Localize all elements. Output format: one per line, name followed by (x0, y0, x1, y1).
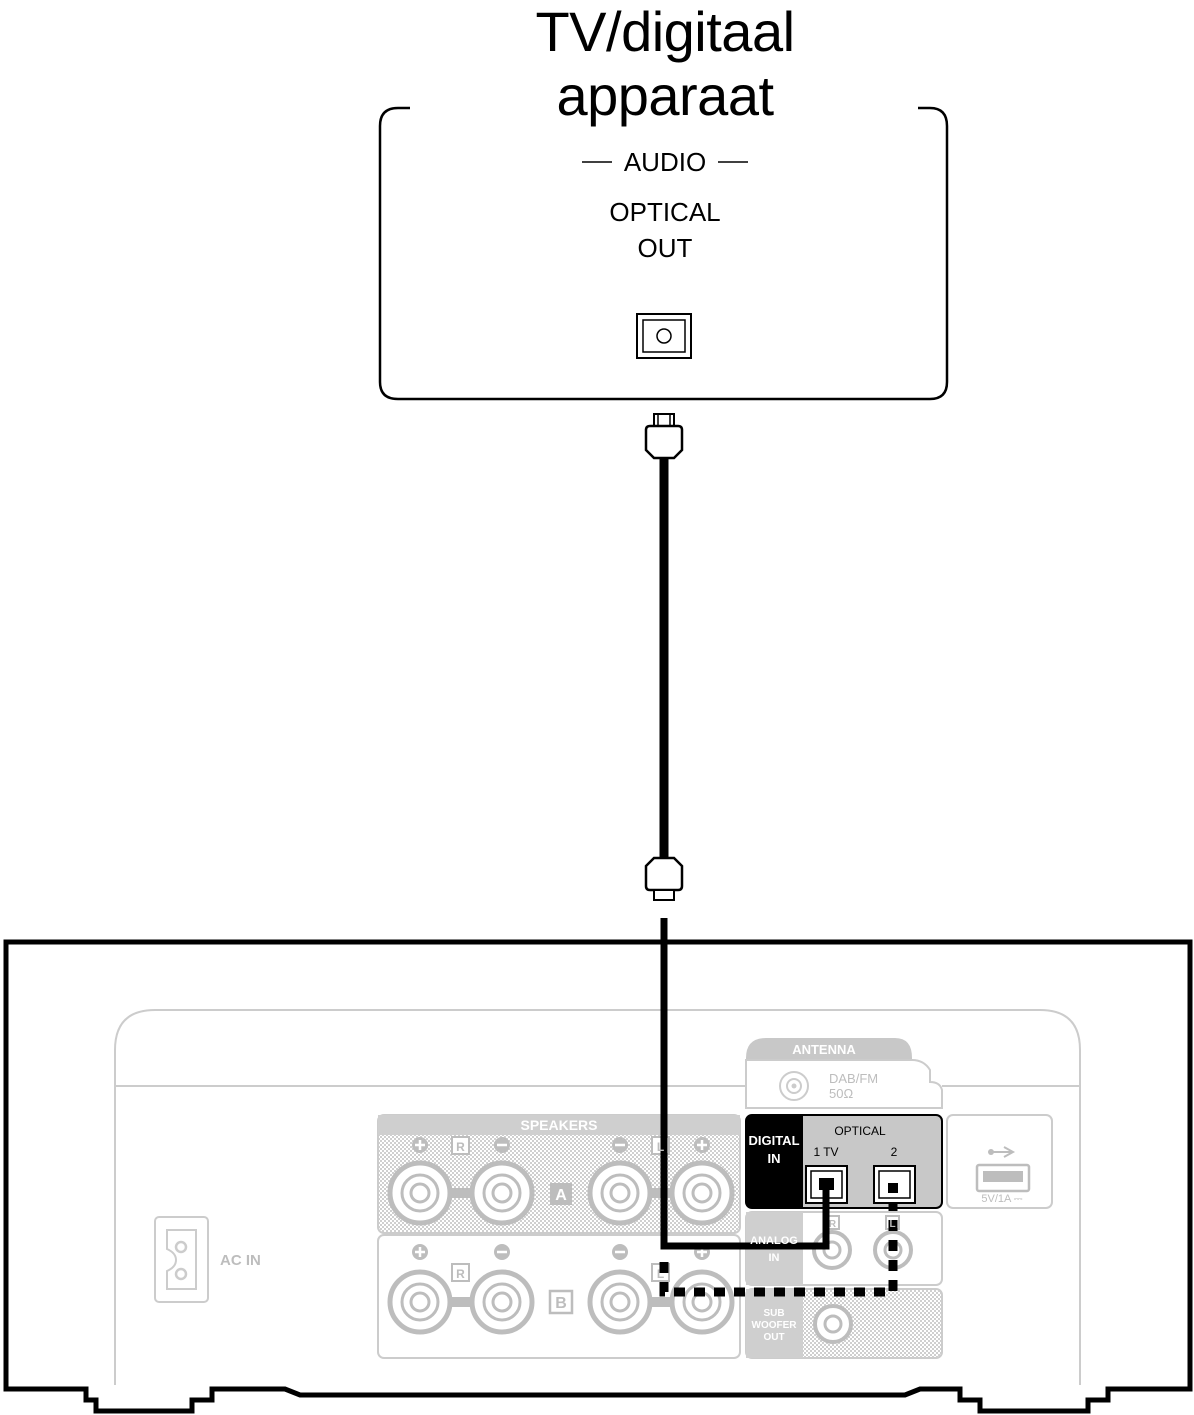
speaker-b-r-label: R (456, 1267, 465, 1281)
analog-in-label-line1: ANALOG (750, 1235, 798, 1247)
zone-b-label: B (555, 1295, 567, 1312)
cable-plug-top-icon (644, 413, 684, 460)
subwoofer-jack-icon (813, 1304, 853, 1344)
usb-rating-label: 5V/1A ⎓ (981, 1193, 1022, 1205)
antenna-block (745, 1038, 943, 1109)
antenna-label: ANTENNA (792, 1042, 856, 1057)
optical-connection-line (660, 918, 830, 1250)
optical-1-label: 1 TV (813, 1145, 838, 1159)
analog-r-label: R (829, 1219, 837, 1230)
optical-out-label-line1: OPTICAL (609, 197, 721, 227)
usb-block (946, 1114, 1053, 1209)
speaker-b-l-label: L (657, 1267, 664, 1281)
speakers-header (378, 1115, 740, 1135)
digital-in-label-line1: DIGITAL (748, 1133, 799, 1148)
optical-2-label: 2 (891, 1145, 898, 1159)
antenna-jack-icon (779, 1071, 809, 1101)
optical-alternative-dashed-line (659, 1203, 898, 1297)
speaker-a-l-label: L (657, 1140, 664, 1154)
ac-in-label: AC IN (220, 1252, 261, 1269)
analog-in-label-line2: IN (769, 1252, 780, 1264)
sub-label-line1: SUB (763, 1308, 784, 1319)
rear-panel (114, 1009, 1081, 1385)
cable-plug-bottom-icon (644, 856, 684, 901)
speakers-label: SPEAKERS (520, 1117, 597, 1133)
optical-out-label-line2: OUT (637, 233, 693, 263)
zone-a-badge (550, 1183, 572, 1205)
dab-fm-label: DAB/FM (829, 1071, 878, 1086)
optical-label: OPTICAL (834, 1124, 886, 1138)
speaker-a-r-label: R (456, 1140, 465, 1154)
audio-section-label: AUDIO (623, 147, 707, 177)
sub-label-line2: WOOFER (752, 1320, 798, 1331)
usb-port-icon (975, 1163, 1031, 1193)
sub-label-line3: OUT (763, 1332, 784, 1343)
subwoofer-block (745, 1288, 943, 1359)
device-title-line2: apparaat (556, 64, 774, 127)
ohms-label: 50Ω (829, 1086, 853, 1101)
optical-out-port-icon (636, 313, 692, 359)
speaker-terminals-a (387, 1160, 735, 1226)
digital-in-label-line2: IN (768, 1151, 781, 1166)
tv-device-box (378, 106, 949, 401)
zone-a-label: A (555, 1187, 567, 1204)
analog-r-jack-icon (812, 1230, 852, 1270)
zone-b-badge (548, 1289, 574, 1315)
device-title-line1: TV/digitaal (535, 0, 795, 63)
analog-l-label: L (889, 1219, 895, 1230)
ac-in-socket-icon (154, 1216, 209, 1303)
